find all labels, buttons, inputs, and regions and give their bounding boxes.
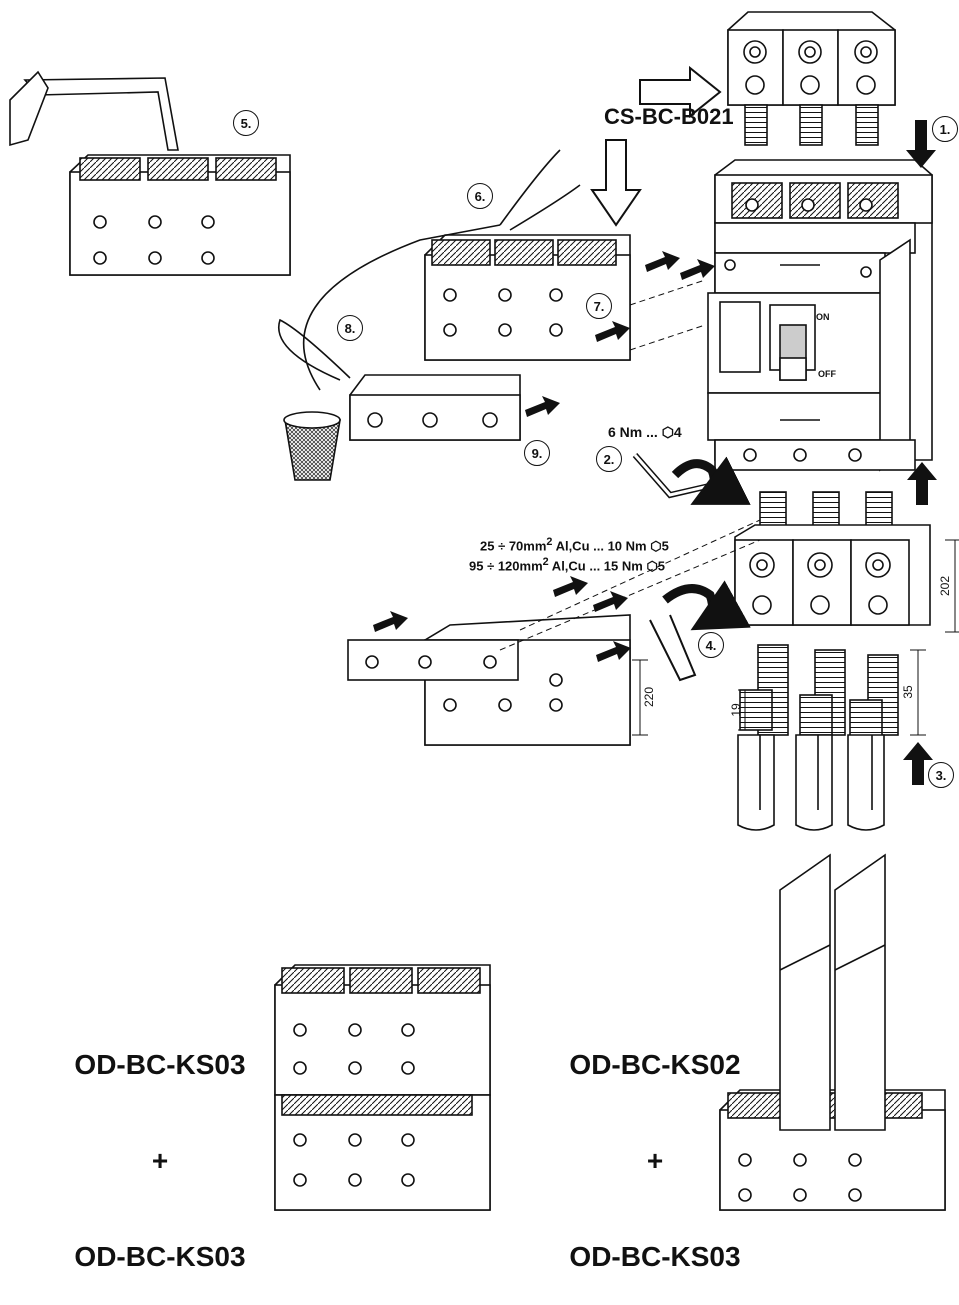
screw-hex-size: 4 [673, 424, 682, 440]
cable-a-sup: 2 [546, 536, 553, 548]
right-combo-bottom: OD-BC-KS03 [569, 1241, 741, 1272]
screw-torque-text: 6 Nm ... [608, 424, 662, 440]
top-terminal-block [727, 11, 896, 146]
step-5-badge: 5. [233, 110, 259, 136]
left-combo-plus: + [151, 1145, 169, 1176]
lower-cover-assembly [347, 614, 631, 746]
cable-b-post: Al,Cu ... 15 Nm [548, 558, 647, 574]
left-combo-bottom: OD-BC-KS03 [74, 1241, 246, 1272]
rotation-arrows [662, 456, 751, 631]
step-3-badge: 3. [928, 762, 954, 788]
guide-lines [499, 279, 761, 651]
hex-icon: ⬡ [661, 424, 674, 440]
cable-a-post: Al,Cu ... 10 Nm [552, 538, 651, 554]
cable-b-sup: 2 [542, 556, 549, 568]
cable-a-torque-spec: 25 ÷ 70mm2 Al,Cu ... 10 Nm ⬡5 [480, 536, 669, 554]
dim-19: 19 [729, 703, 743, 717]
dim-35: 35 [901, 685, 915, 699]
step-9-badge: 9. [524, 440, 550, 466]
step-8-badge: 8. [337, 315, 363, 341]
step-1-badge: 1. [932, 116, 958, 142]
dim-202: 202 [938, 576, 952, 596]
combo-ks03-ks03 [274, 964, 491, 1211]
cover-code-label: CS-BC-B021 [604, 104, 734, 129]
cable-b-torque-spec: 95 ÷ 120mm2 Al,Cu ... 15 Nm ⬡5 [469, 556, 665, 574]
cable-b-pre: 95 ÷ 120mm [469, 558, 543, 574]
terminal-cover-step5 [9, 70, 291, 276]
bottom-terminal-block [734, 491, 931, 626]
hex-icon: ⬡ [650, 538, 662, 554]
hex-icon: ⬡ [646, 558, 658, 574]
combo-ks02-ks03 [719, 853, 946, 1211]
cables [737, 644, 899, 831]
assembly-diagram: ON OFF 202 220 35 19 [9, 11, 959, 1211]
right-combo-plus: + [646, 1145, 664, 1176]
left-combo-top: OD-BC-KS03 [74, 1049, 246, 1080]
step-7-badge: 7. [586, 293, 612, 319]
step-2-badge: 2. [596, 446, 622, 472]
circuit-breaker [707, 159, 933, 472]
right-combo-label: OD-BC-KS02 + OD-BC-KS03 [555, 985, 755, 1305]
cable-a-pre: 25 ÷ 70mm [480, 538, 547, 554]
dimension-lines [632, 539, 959, 736]
cable-b-hex: 5 [657, 558, 666, 574]
waste-bin [283, 411, 341, 481]
right-combo-top: OD-BC-KS02 [569, 1049, 741, 1080]
breaker-off-label: OFF [818, 369, 836, 379]
dim-220: 220 [642, 687, 656, 707]
step-6-badge: 6. [467, 183, 493, 209]
breaker-on-label: ON [816, 312, 830, 322]
hex-key-step4 [649, 614, 697, 682]
step-4-badge: 4. [698, 632, 724, 658]
terminal-bar-step9 [349, 374, 521, 441]
pliers [278, 149, 581, 391]
left-combo-label: OD-BC-KS03 + OD-BC-KS03 [60, 985, 260, 1305]
screw-torque-spec: 6 Nm ... ⬡4 [608, 424, 682, 441]
cable-a-hex: 5 [661, 538, 669, 554]
